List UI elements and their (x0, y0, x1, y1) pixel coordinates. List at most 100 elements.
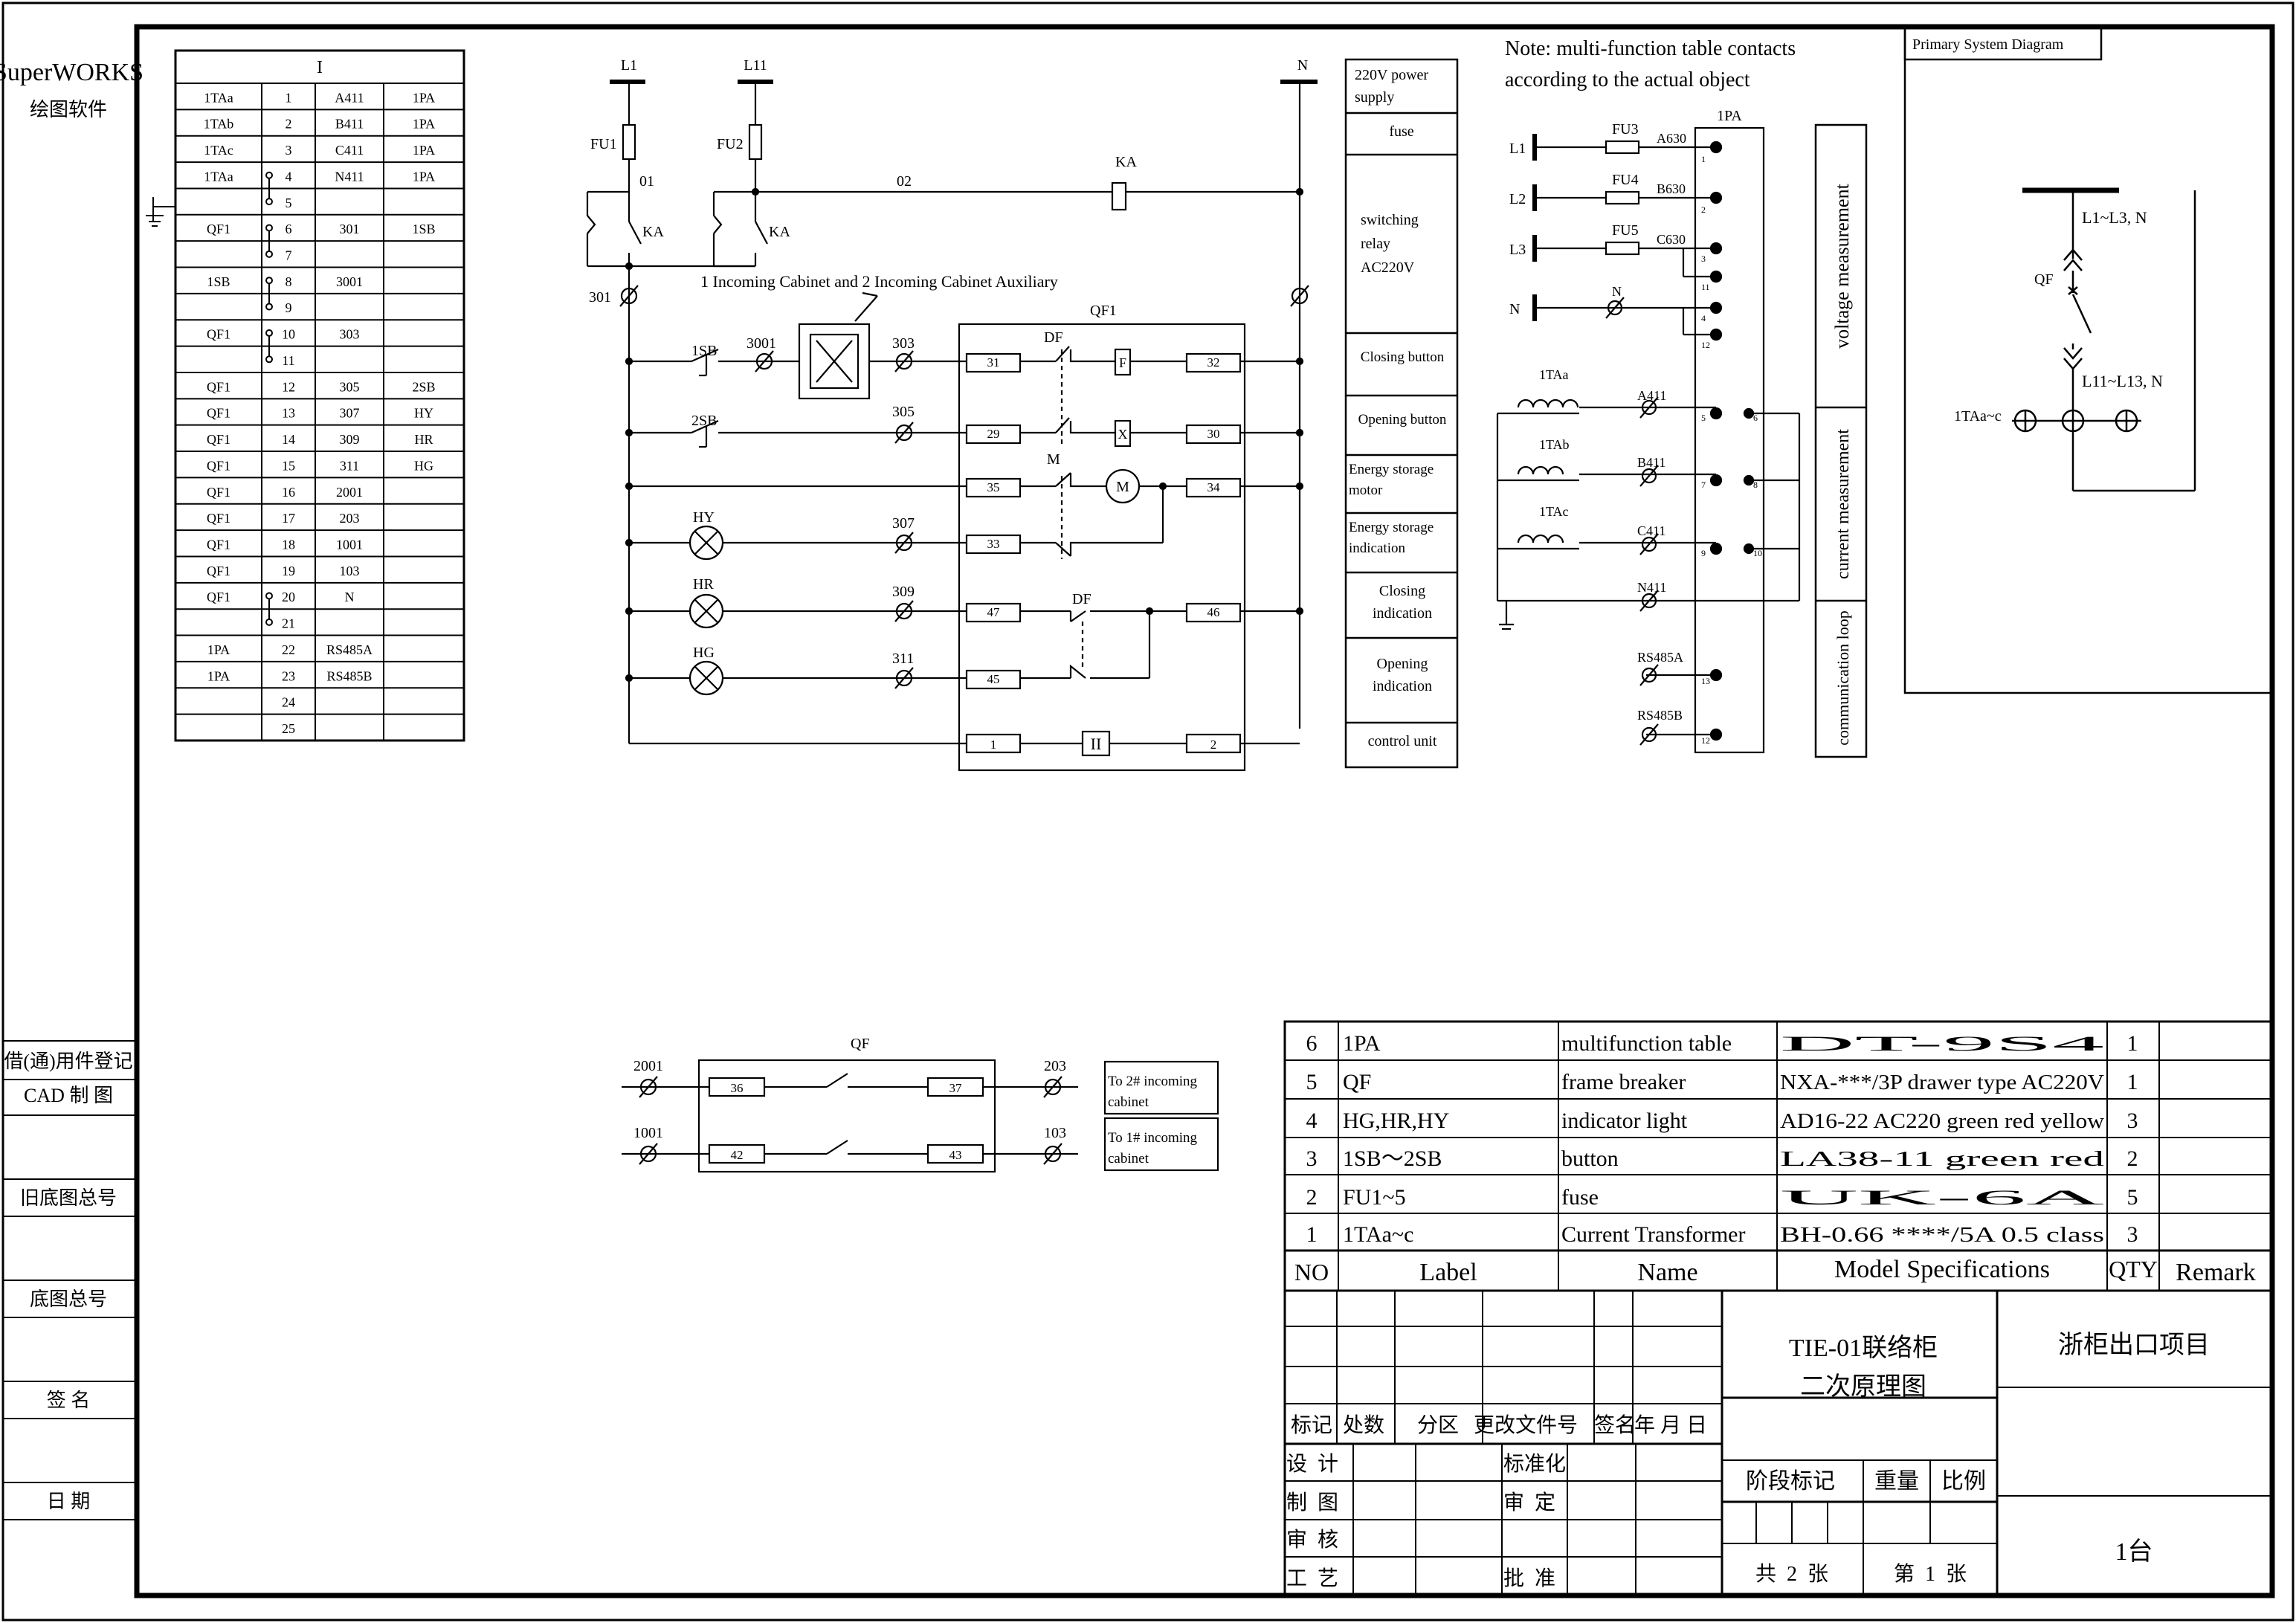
terminal-42: 42 (731, 1148, 744, 1162)
bom-model: LA38-11 green red (1780, 1148, 2104, 1171)
fu2-fuse-icon (748, 123, 763, 161)
rev-header: 年 月 日 (1634, 1413, 1707, 1437)
terminal-cell: QF1 (207, 406, 230, 421)
function-label: switching relay AC220V (1361, 212, 1419, 276)
fu2-label: FU2 (717, 136, 744, 152)
ka-coil-label: KA (1115, 154, 1137, 170)
meter-l2-label: L2 (1509, 191, 1526, 207)
pin-label: 10 (1753, 548, 1762, 558)
node-01-label: 01 (639, 173, 654, 190)
bom-name: button (1561, 1146, 1619, 1171)
terminal-cell: 13 (282, 406, 295, 421)
w1001-label: 1001 (633, 1125, 663, 1141)
terminal-cell: 25 (282, 721, 295, 736)
bom-label: QF (1343, 1070, 1371, 1094)
bom-name: frame breaker (1561, 1070, 1686, 1094)
pin-label: 8 (1753, 480, 1758, 490)
bom-model: BH-0.66 ****/5A 0.5 class (1780, 1224, 2104, 1247)
w311-label: 311 (892, 651, 914, 667)
terminal-36: 36 (731, 1081, 744, 1095)
bom-name: fuse (1561, 1185, 1599, 1210)
to-1-cabinet-label: cabinet (1108, 1151, 1149, 1167)
bom-label: 1SB～2SB (1343, 1146, 1442, 1171)
note-line: Note: multi-function table contacts (1505, 37, 1796, 60)
n411-label: N411 (1637, 580, 1666, 595)
pin-label: 9 (1701, 548, 1706, 558)
terminal-cell: 16 (282, 485, 295, 500)
side-registration-panel (3, 1040, 137, 1520)
terminal-cell: 10 (282, 327, 295, 342)
terminal-33: 33 (987, 537, 1000, 551)
function-label: Closing indication (1373, 583, 1432, 622)
terminal-37: 37 (949, 1081, 963, 1095)
terminal-cell: 1TAa (204, 169, 233, 184)
bom-no: 5 (1306, 1070, 1318, 1094)
b630-label: B630 (1657, 181, 1686, 196)
side-label: 日 期 (47, 1491, 91, 1512)
terminal-31: 31 (987, 355, 1000, 370)
terminal-cell: HY (414, 406, 433, 421)
terminal-cell: 305 (340, 379, 360, 394)
rev-header: 签名 (1594, 1413, 1636, 1437)
craft-label: 工 艺 (1286, 1566, 1338, 1590)
approve-label: 批 准 (1503, 1566, 1555, 1590)
1tac-label: 1TAc (1539, 504, 1569, 519)
note-line: according to the actual object (1505, 68, 1750, 91)
meter-labels: 1PA L1 L2 L3 N FU3 FU4 FU5 A630 B630 C63… (1509, 108, 1762, 746)
meter-circuit (1496, 126, 1801, 754)
m-contact-label: M (1047, 451, 1060, 468)
terminal-cell: 11 (282, 353, 294, 368)
hy-label: HY (693, 509, 715, 526)
terminal-cell: 301 (340, 222, 360, 236)
bom-model: DT-9S4 (1780, 1033, 2104, 1056)
brand-sub: 绘图软件 (30, 99, 107, 120)
function-label: Opening indication (1373, 656, 1432, 694)
bom-model: AD16-22 AC220 green red yellow (1780, 1110, 2105, 1133)
pin-label: 11 (1701, 282, 1710, 292)
terminal-cell: HR (414, 432, 433, 447)
terminal-1: 1 (990, 738, 997, 752)
pin-label: 12 (1701, 735, 1710, 746)
interlock-qf-label: QF (851, 1036, 870, 1052)
scale-label: 比例 (1941, 1469, 1986, 1494)
bom-header-model: Model Specifications (1834, 1256, 2050, 1283)
function-label: Closing button (1360, 349, 1445, 365)
w2001-label: 2001 (633, 1058, 663, 1074)
pin-label: 7 (1701, 480, 1706, 490)
ct-1taa-icon (1517, 399, 1579, 408)
bom-qty: 3 (2127, 1222, 2138, 1247)
bom-qty: 1 (2127, 1031, 2138, 1056)
pin-label: 2 (1701, 204, 1706, 215)
bom-qty: 5 (2127, 1185, 2138, 1210)
pin-label: 6 (1753, 413, 1758, 423)
review-label: 审 定 (1503, 1491, 1555, 1514)
side-label: 签 名 (47, 1390, 91, 1411)
sheet-number: 第 1 张 (1894, 1562, 1967, 1586)
terminal-30: 30 (1207, 427, 1220, 441)
bom-label: 1PA (1343, 1031, 1381, 1056)
title-block-text: 标记 处数 分区 更改文件号 签名 年 月 日 设 计 制 图 审 核 工 艺 … (1286, 1331, 2210, 1590)
terminal-cell: 1PA (207, 642, 230, 657)
ct-label: 1TAa~c (1954, 408, 2002, 425)
terminal-cell: 3001 (336, 274, 363, 289)
draw-label: 制 图 (1286, 1491, 1338, 1514)
terminal-cell: 1TAb (204, 117, 234, 132)
terminal-cell: 6 (286, 222, 292, 236)
terminal-cell: 1TAa (204, 90, 233, 105)
terminal-cell: N (345, 590, 355, 604)
terminal-cell: 4 (286, 169, 292, 184)
1pa-label: 1PA (1717, 108, 1742, 124)
drawing-title-1: TIE-01联络柜 (1789, 1334, 1938, 1362)
rev-header: 处数 (1343, 1413, 1384, 1437)
side-label: 底图总号 (30, 1288, 107, 1310)
n-label: N (1297, 57, 1308, 74)
df-label: DF (1044, 329, 1063, 346)
terminal-cell: QF1 (207, 458, 230, 473)
2sb-label: 2SB (691, 413, 717, 429)
hg-label: HG (693, 645, 715, 661)
fu3-label: FU3 (1612, 121, 1639, 138)
terminal-cell: HG (414, 458, 433, 473)
terminal-cell: 12 (282, 379, 295, 394)
